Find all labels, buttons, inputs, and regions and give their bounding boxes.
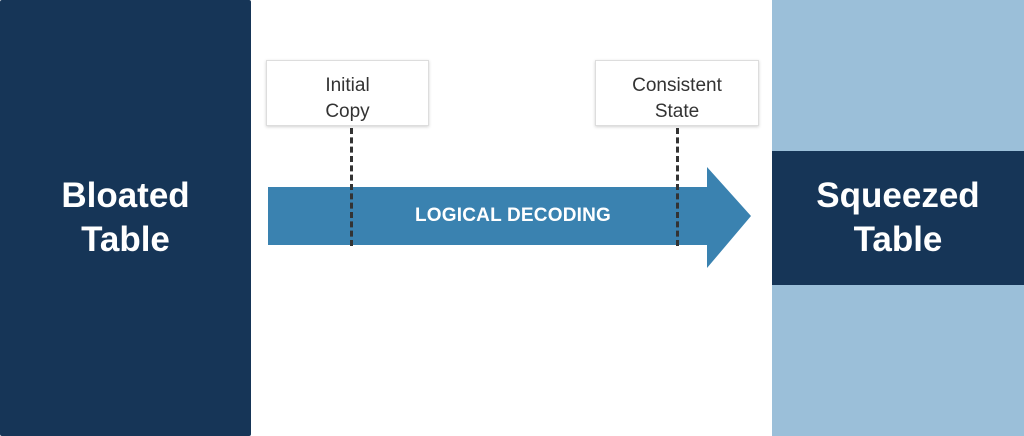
consistent-state-card: Consistent State <box>595 60 759 126</box>
bloated-table-label: Bloated Table <box>61 176 190 259</box>
squeezed-table-band <box>772 151 1024 285</box>
bloated-table-block <box>0 0 251 436</box>
arrow-shape <box>268 167 751 268</box>
initial-copy-marker-line <box>350 128 353 246</box>
initial-copy-card: Initial Copy <box>266 60 429 126</box>
consistent-state-marker-line <box>676 128 679 246</box>
arrow-label: LOGICAL DECODING <box>414 205 612 226</box>
squeezed-table-label: Squeezed Table <box>816 176 980 259</box>
